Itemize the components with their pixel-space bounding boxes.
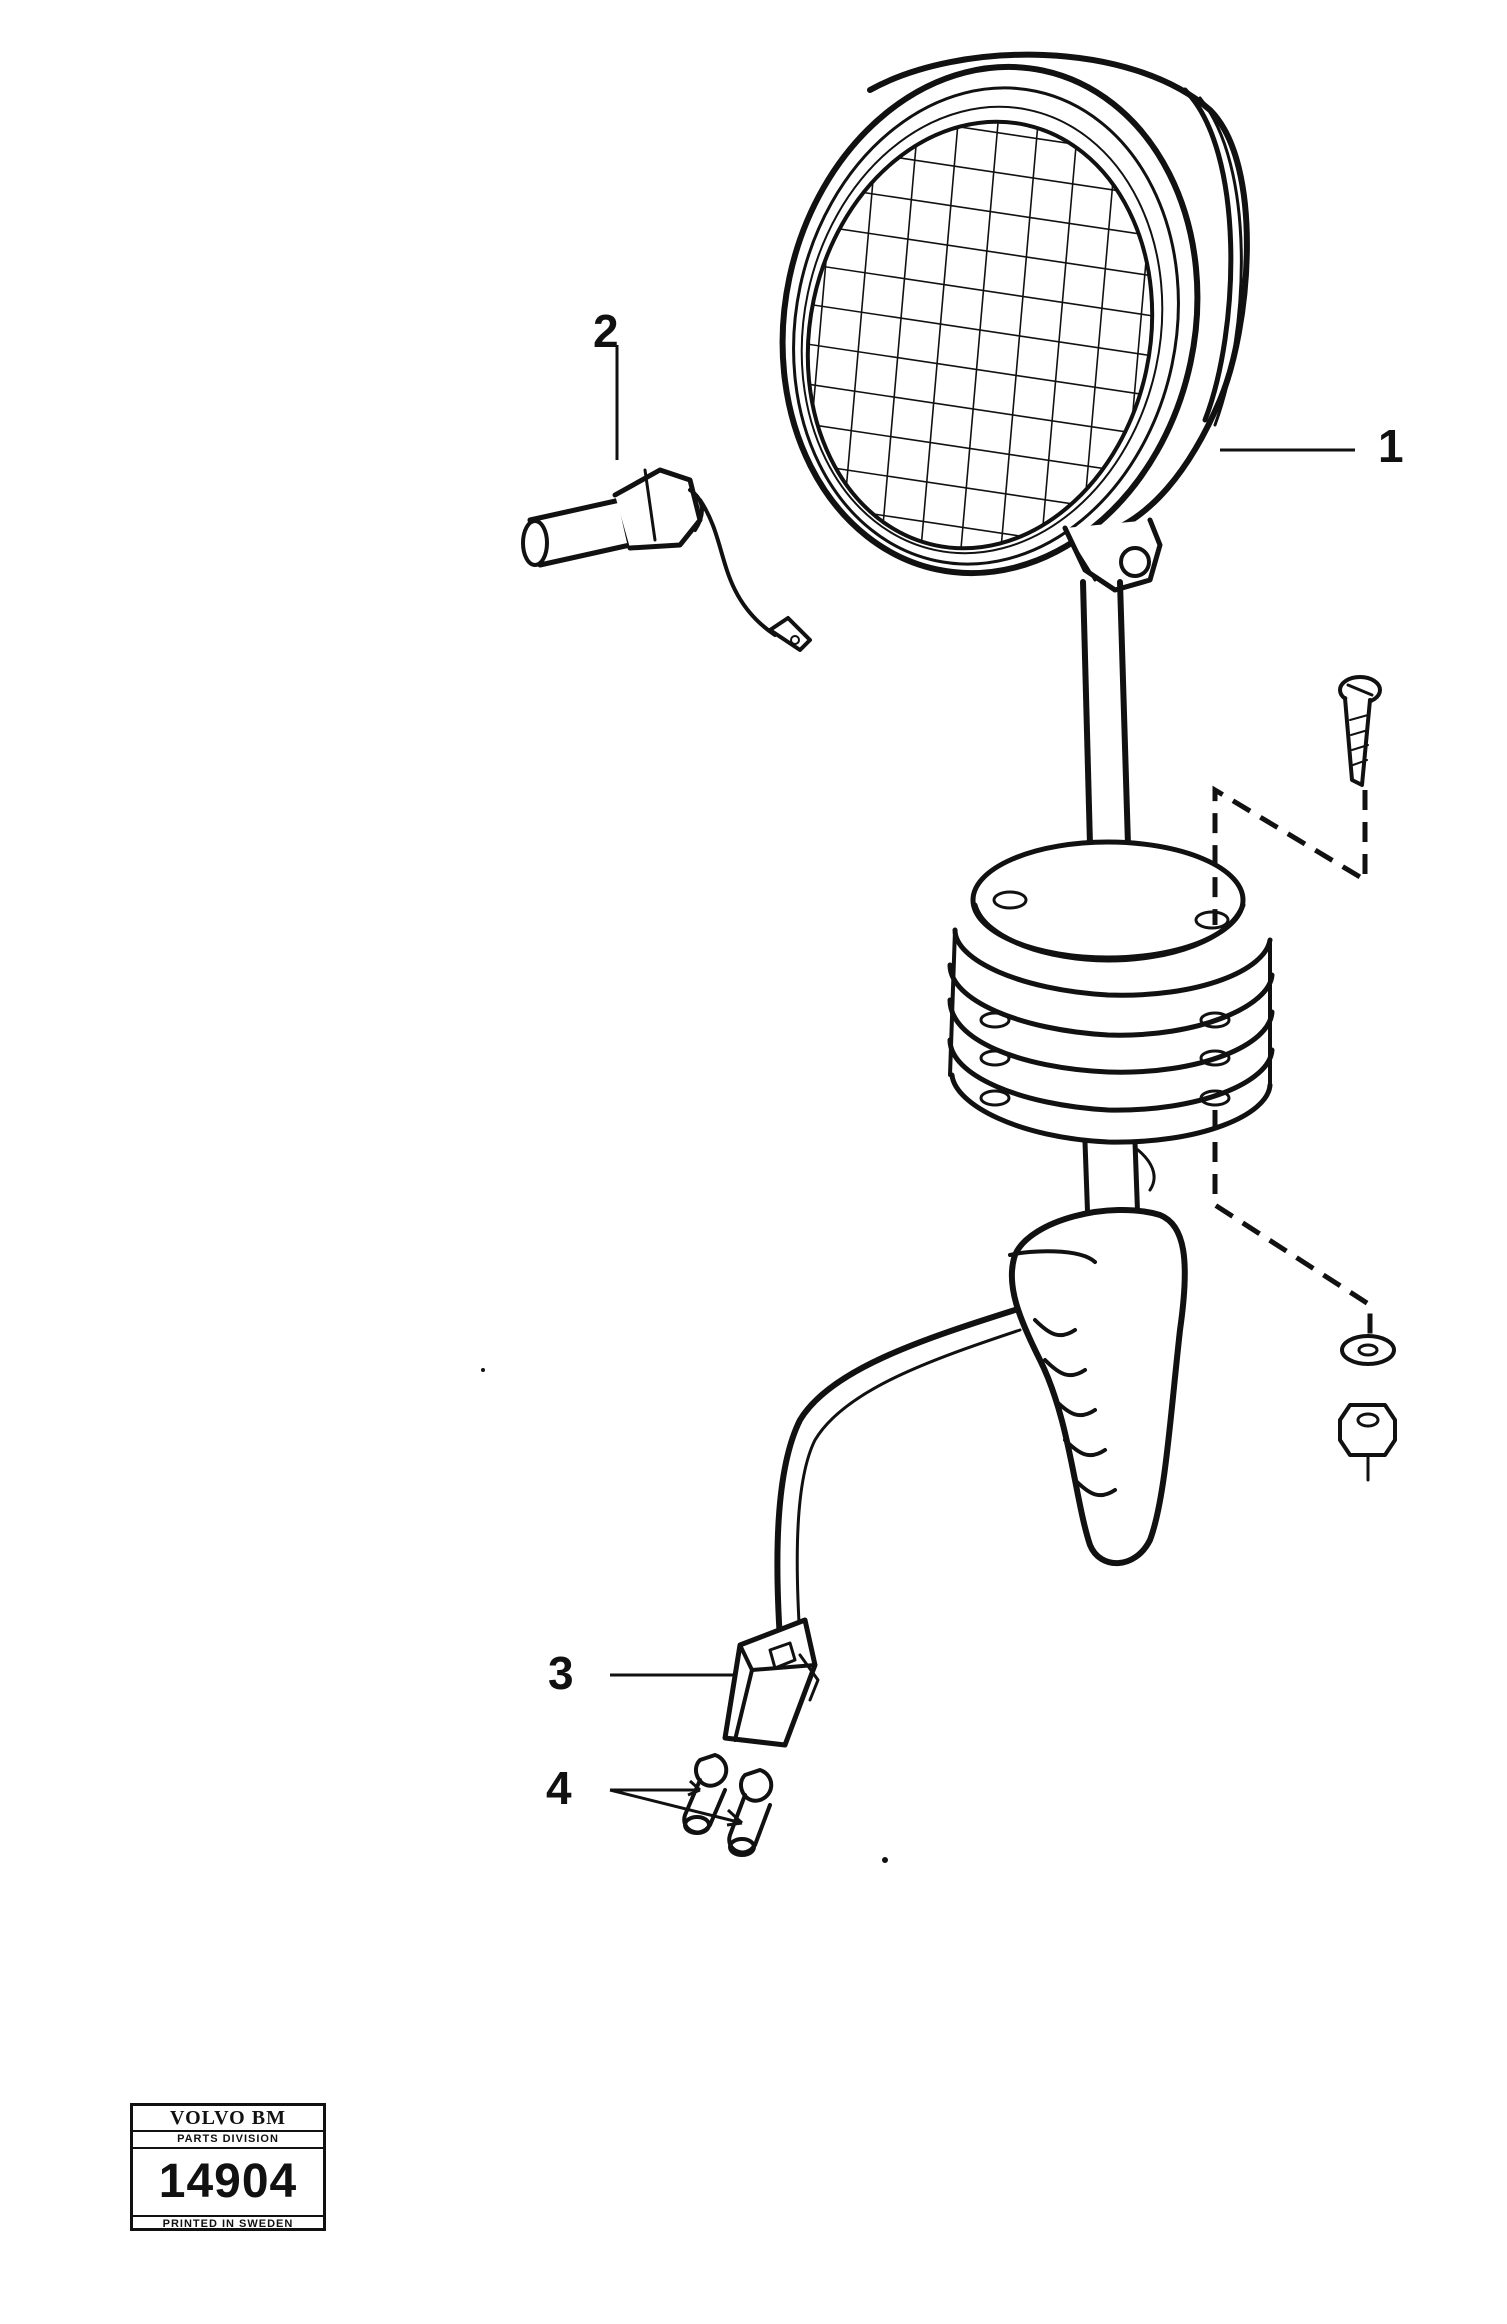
print-speck: [882, 1857, 888, 1863]
assembly-lines: [1212, 785, 1373, 1335]
ring-stack: [947, 927, 1275, 1145]
stamp-brand: VOLVO BM: [133, 2106, 323, 2132]
lamp-stem: [1080, 579, 1131, 848]
bulb-holder: [521, 467, 812, 652]
stamp-illustration-number: 14904: [133, 2149, 323, 2217]
callout-lamp: 1: [1378, 420, 1404, 472]
nut: [1338, 1403, 1397, 1457]
mounting-hardware: [1338, 675, 1397, 1482]
volvo-bm-stamp: VOLVO BM PARTS DIVISION 14904 PRINTED IN…: [130, 2103, 326, 2231]
grip-handle: [1008, 1206, 1188, 1567]
lamp-cable: [774, 1307, 1018, 1643]
leader-lines: [609, 345, 1355, 1827]
work-lamp: [774, 51, 1275, 1643]
cable-terminals: [682, 1753, 774, 1857]
print-speck: [481, 1368, 485, 1372]
washer: [1340, 1334, 1396, 1366]
callout-connector: 3: [548, 1647, 574, 1699]
connector: [722, 1617, 820, 1748]
callout-terminals: 4: [546, 1762, 572, 1814]
stamp-division: PARTS DIVISION: [133, 2132, 323, 2149]
stamp-printed: PRINTED IN SWEDEN: [162, 2218, 294, 2230]
callout-bulb-holder: 2: [593, 305, 619, 357]
lens-grid: [779, 99, 1191, 561]
lamp-rim: [779, 63, 1201, 577]
